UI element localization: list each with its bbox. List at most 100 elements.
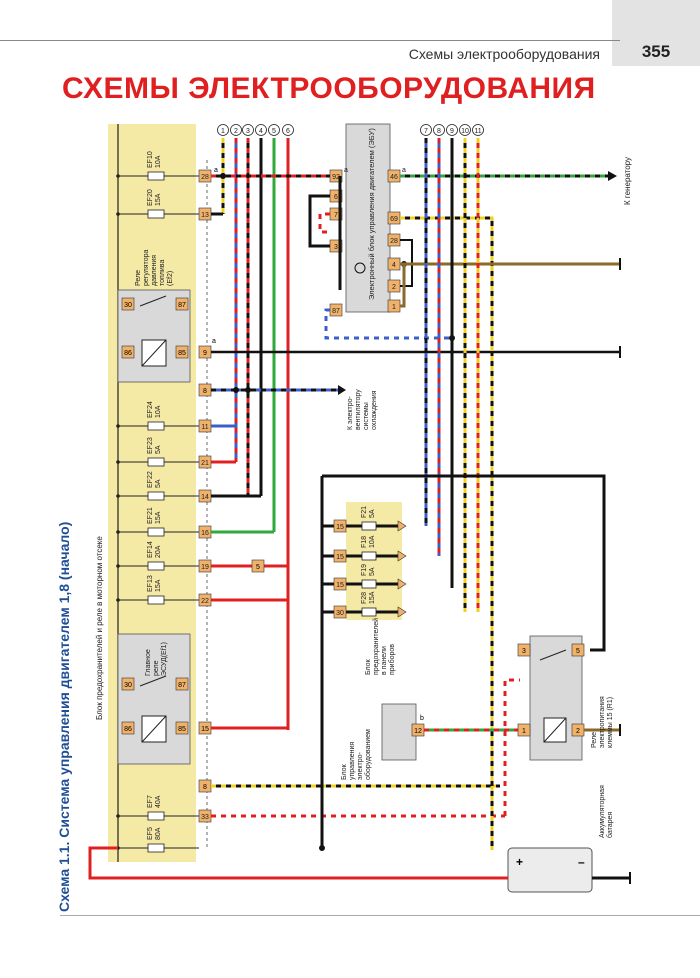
panel-fuse-F21-pin bbox=[333, 519, 347, 533]
fuse-EF7-rating: 40A bbox=[155, 795, 162, 808]
fuse-EF23-rating: 5A bbox=[155, 445, 162, 454]
fuse-EF23-name: EF23 bbox=[147, 437, 154, 454]
relay-main-switch bbox=[139, 675, 167, 687]
panel-fuse-F28 bbox=[361, 607, 377, 617]
running-title: Схемы электрооборудования bbox=[408, 46, 600, 62]
wire-number-badge bbox=[433, 124, 445, 136]
relay-fuel-pressure: Реле регулятора давления топлива (Ef2) 3… bbox=[117, 250, 191, 383]
footer-rule bbox=[60, 915, 700, 916]
wire-number-badge bbox=[446, 124, 458, 136]
wire-ecu-1-ground bbox=[400, 264, 406, 308]
relay-15-label-2: электропитания bbox=[599, 696, 606, 748]
fan-label-4: охлаждения bbox=[371, 390, 378, 430]
fuse-EF10 bbox=[147, 171, 165, 181]
wire-number-7: 7 bbox=[424, 128, 428, 135]
wire-panel-feed bbox=[322, 474, 606, 652]
fuse-EF13-pin-label: 22 bbox=[201, 598, 209, 605]
bcm-label-2: управления bbox=[349, 742, 356, 780]
relay-fuel-label-3: давления bbox=[151, 255, 158, 286]
wire-number-6: 6 bbox=[286, 128, 290, 135]
fuse-EF13 bbox=[147, 595, 165, 605]
panel-fuse-F28-terminal bbox=[397, 606, 407, 618]
fuse-bus-dot-EF21 bbox=[116, 530, 120, 534]
panel-block-label-4: приборов bbox=[388, 644, 396, 675]
junction-dots bbox=[220, 173, 455, 851]
ecu-pin-28-label: 28 bbox=[390, 238, 398, 245]
panel-fuse-F18 bbox=[361, 551, 377, 561]
wire-number-badge bbox=[472, 124, 484, 136]
relay-15: 3 5 1 2 Реле электропитания клеммы 15 (R… bbox=[517, 635, 621, 761]
wire-number-badge bbox=[217, 124, 229, 136]
relay-fuel-pin-30 bbox=[121, 297, 135, 311]
fuse-block-pin-8-lower-label: 8 bbox=[203, 784, 207, 791]
fuse-block-pin-15-label: 15 bbox=[201, 726, 209, 733]
fuse-EF14-rating: 20A bbox=[155, 545, 162, 558]
relay-main-pin-86-label: 86 bbox=[124, 726, 132, 733]
ecu-block: Электронный блок управления двигателем (… bbox=[345, 123, 391, 313]
ecu-pin-87-label: 87 bbox=[332, 308, 340, 315]
relay-fuel-pin-86 bbox=[121, 345, 135, 359]
relay-main-pin-86 bbox=[121, 721, 135, 735]
relay-fuel-switch bbox=[139, 295, 167, 307]
wire-number-10: 10 bbox=[461, 128, 469, 135]
fuse-EF22 bbox=[147, 491, 165, 501]
fan-label-2: вентилятору bbox=[355, 389, 362, 430]
ecu-pin-6-label: 6 bbox=[334, 194, 338, 201]
wire-battery-positive bbox=[88, 846, 508, 880]
panel-fuse-F19-pin-label: 15 bbox=[336, 582, 344, 589]
relay-main-pin-87-label: 87 bbox=[178, 682, 186, 689]
wire-number-badge bbox=[268, 124, 280, 136]
fuse-pin-wires bbox=[211, 174, 620, 818]
wire-number-9: 9 bbox=[450, 128, 454, 135]
relay-fuel-label-5: (Ef2) bbox=[167, 271, 174, 286]
panel-fuse-F18-name: F18 bbox=[361, 536, 368, 548]
panel-fuse-block bbox=[320, 474, 606, 848]
wire-number-badge bbox=[242, 124, 254, 136]
battery-label-2: батарея bbox=[606, 812, 614, 838]
junction-dot bbox=[233, 387, 239, 393]
panel-fuse-F21-pin-label: 15 bbox=[336, 524, 344, 531]
relay-fuel-pin-87 bbox=[175, 297, 189, 311]
bcm-block: 12 b Блок управления электро- оборудован… bbox=[341, 703, 520, 780]
left-wire-bundle bbox=[221, 138, 290, 730]
wire-number-badge bbox=[282, 124, 294, 136]
page-tab bbox=[612, 0, 700, 66]
ecu-body bbox=[345, 123, 391, 313]
panel-fuse-F28-name: F28 bbox=[361, 592, 368, 604]
fuse-EF7 bbox=[147, 811, 165, 821]
panel-fuse-F28-pin-label: 30 bbox=[336, 610, 344, 617]
fuse-EF24-rating: 10A bbox=[155, 405, 162, 418]
battery: + – Аккумуляторная батарея bbox=[88, 785, 631, 893]
fuse-bus-dot-EF24 bbox=[116, 424, 120, 428]
fuse-EF22-rating: 5A bbox=[155, 479, 162, 488]
relay-main-ecm: Главное реле ЭСУД(Ef1) 30 87 86 85 bbox=[117, 633, 191, 765]
header-rule bbox=[0, 40, 620, 41]
fuse-EF21-name: EF21 bbox=[147, 507, 154, 524]
panel-fuse-F18-pin-label: 15 bbox=[336, 554, 344, 561]
fuse-EF7-name: EF7 bbox=[147, 795, 154, 808]
wire-number-badge bbox=[230, 124, 242, 136]
panel-fuse-F18-terminal bbox=[397, 550, 407, 562]
fuse-bus-dot-EF22 bbox=[116, 494, 120, 498]
ecu-pin-1-label: 1 bbox=[392, 304, 396, 311]
relay-main-body bbox=[117, 633, 191, 765]
fuse-block-pin-8-label: 8 bbox=[203, 388, 207, 395]
junction-dot bbox=[245, 387, 251, 393]
relay-fuel-pin-85 bbox=[175, 345, 189, 359]
ecu-pin-92-label: 92 bbox=[332, 174, 340, 181]
relay-fuel-pin-85-label: 85 bbox=[178, 350, 186, 357]
fuse-EF5-name: EF5 bbox=[147, 827, 154, 840]
fuse-EF22-pin-label: 14 bbox=[201, 494, 209, 501]
relay-fuel-label-1: Реле bbox=[135, 270, 142, 286]
inline-connector-5 bbox=[251, 559, 265, 573]
panel-block-label-3: в панели bbox=[381, 646, 388, 675]
relay-fuel-coil-diag bbox=[141, 339, 167, 367]
battery-body bbox=[507, 847, 593, 893]
relay-15-coil-diag bbox=[543, 717, 567, 743]
relay-15-pin-3 bbox=[517, 643, 531, 657]
right-wire-bundle bbox=[424, 138, 480, 612]
